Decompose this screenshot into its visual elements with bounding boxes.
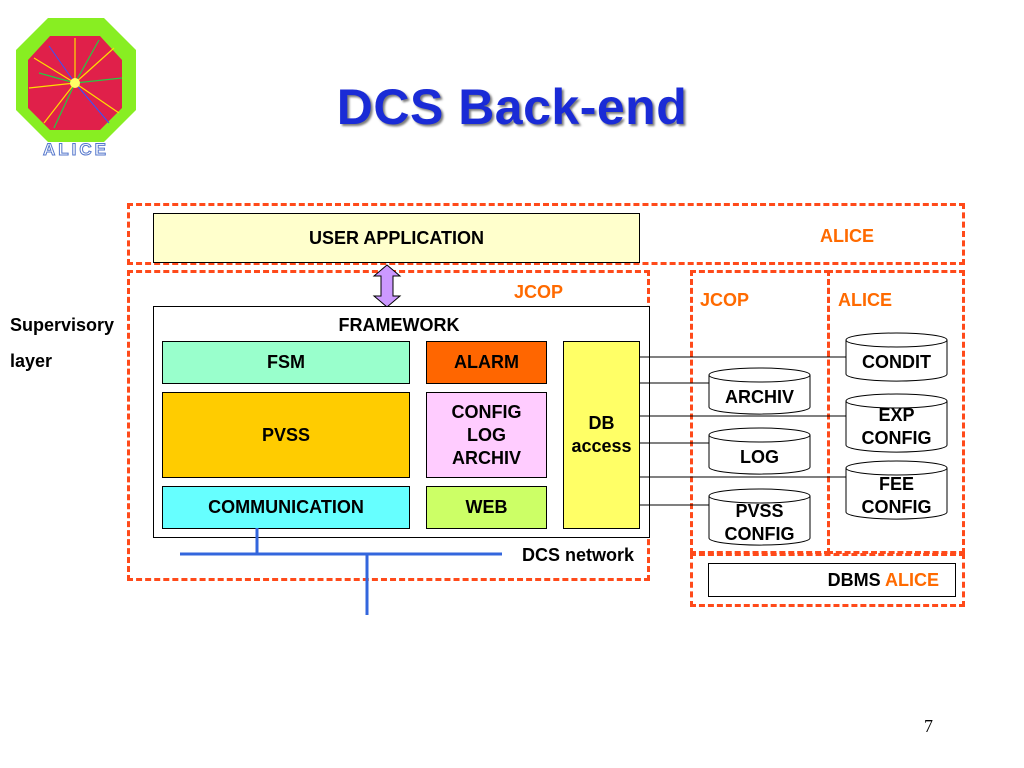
db-connectors (640, 356, 848, 506)
pvss-box: PVSS (162, 392, 410, 478)
archiv-cylinder: ARCHIV (708, 367, 811, 415)
dbms-alice-label: ALICE (885, 570, 939, 590)
fsm-box: FSM (162, 341, 410, 384)
pvss-label: PVSS (261, 424, 311, 445)
double-arrow-icon (372, 264, 402, 308)
alice-region (127, 203, 965, 265)
supervisory-label: Supervisory (10, 315, 115, 335)
dbms-label: DBMS (827, 570, 881, 590)
pvss-config-line2: CONFIG (724, 524, 795, 544)
exp-config-cylinder: EXP CONFIG (845, 393, 948, 453)
alice-top-label: ALICE (820, 226, 874, 246)
web-label: WEB (465, 497, 508, 517)
dbms-box: DBMS ALICE (708, 563, 956, 597)
alice-db-label: ALICE (838, 290, 892, 310)
pvss-config-db-label: PVSS CONFIG (708, 500, 811, 546)
alice-db-region (827, 270, 965, 554)
framework-label: FRAMEWORK (338, 315, 460, 335)
access-label: access (571, 436, 632, 456)
alice-logo: ALICE (14, 18, 138, 160)
fee-config-cylinder: FEE CONFIG (845, 460, 948, 520)
db-access-box: DB access (563, 341, 640, 529)
web-box: WEB (426, 486, 547, 529)
condit-cylinder: CONDIT (845, 332, 948, 382)
alarm-label: ALARM (454, 352, 519, 372)
communication-label: COMMUNICATION (208, 497, 364, 517)
exp-config-line1: EXP (878, 405, 915, 425)
config-label: CONFIG (451, 401, 522, 422)
log-label: LOG (467, 424, 506, 445)
layer-label: layer (10, 351, 53, 371)
fee-config-line2: CONFIG (861, 497, 932, 517)
user-application-label: USER APPLICATION (308, 227, 484, 248)
log-cylinder: LOG (708, 427, 811, 475)
archiv-db-label: ARCHIV (724, 387, 794, 407)
dbms-region (690, 553, 965, 607)
jcop-db-label: JCOP (700, 290, 750, 310)
log-db-label: LOG (740, 447, 779, 467)
communication-box: COMMUNICATION (162, 486, 410, 529)
dcs-network-label: DCS network (522, 545, 635, 565)
db-label: DB (588, 413, 615, 433)
exp-config-line2: CONFIG (861, 428, 932, 448)
condit-db-label: CONDIT (862, 352, 931, 372)
dcs-network-lines (180, 528, 502, 615)
exp-config-db-label: EXP CONFIG (845, 404, 948, 450)
slide-title: DCS Back-end (336, 79, 688, 135)
page-number: 7 (924, 716, 933, 736)
alarm-box: ALARM (426, 341, 547, 384)
fee-config-line1: FEE (878, 474, 914, 494)
config-log-archiv-box: CONFIG LOG ARCHIV (426, 392, 547, 478)
user-application-box: USER APPLICATION (153, 213, 640, 263)
pvss-config-cylinder: PVSS CONFIG (708, 488, 811, 546)
alice-logo-text: ALICE (43, 140, 109, 158)
jcop-framework-label: JCOP (514, 282, 564, 302)
pvss-config-line1: PVSS (735, 501, 784, 521)
archiv-label: ARCHIV (451, 447, 521, 468)
fee-config-db-label: FEE CONFIG (845, 473, 948, 519)
fsm-label: FSM (267, 352, 305, 372)
